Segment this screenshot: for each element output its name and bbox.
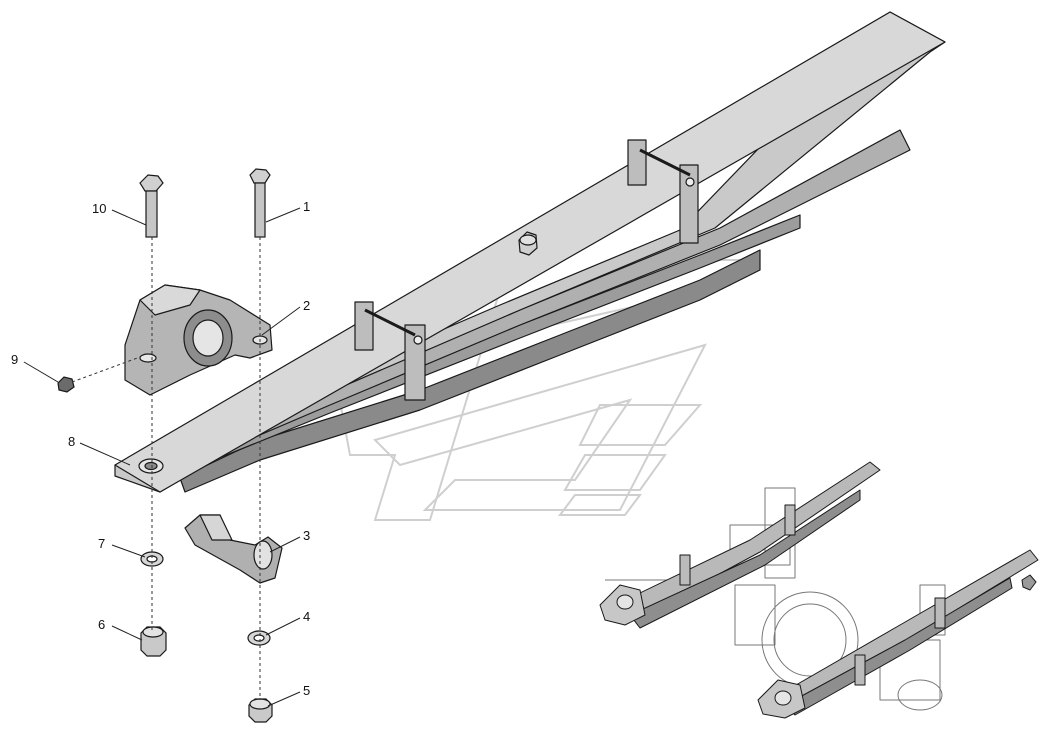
callout-3: 3 bbox=[303, 528, 310, 543]
callout-4: 4 bbox=[303, 609, 310, 624]
inset-spring-upper bbox=[614, 461, 881, 623]
grease-nipple bbox=[57, 376, 75, 393]
bolt-10 bbox=[139, 174, 164, 238]
callout-1: 1 bbox=[303, 199, 310, 214]
clamp-bracket bbox=[184, 514, 283, 584]
callout-6: 6 bbox=[98, 617, 105, 632]
center-bolt bbox=[518, 231, 538, 256]
washer-4 bbox=[247, 630, 271, 646]
callout-5: 5 bbox=[303, 683, 310, 698]
callout-2: 2 bbox=[303, 298, 310, 313]
callout-9: 9 bbox=[11, 352, 18, 367]
nut-6 bbox=[140, 626, 167, 657]
bolt-1 bbox=[249, 168, 271, 238]
leaf-spring bbox=[114, 11, 946, 493]
nut-5 bbox=[248, 698, 273, 723]
front-bracket bbox=[124, 284, 273, 396]
callout-7: 7 bbox=[98, 536, 105, 551]
callout-10: 10 bbox=[92, 201, 106, 216]
callout-8: 8 bbox=[68, 434, 75, 449]
leader-lines bbox=[23, 207, 301, 707]
inset-spring-lower bbox=[769, 549, 1039, 713]
spring-clip-left bbox=[354, 301, 426, 401]
inset-assembly-view bbox=[599, 461, 1039, 719]
assembly-axis-lines bbox=[71, 237, 261, 700]
spring-clip-right bbox=[627, 139, 699, 244]
